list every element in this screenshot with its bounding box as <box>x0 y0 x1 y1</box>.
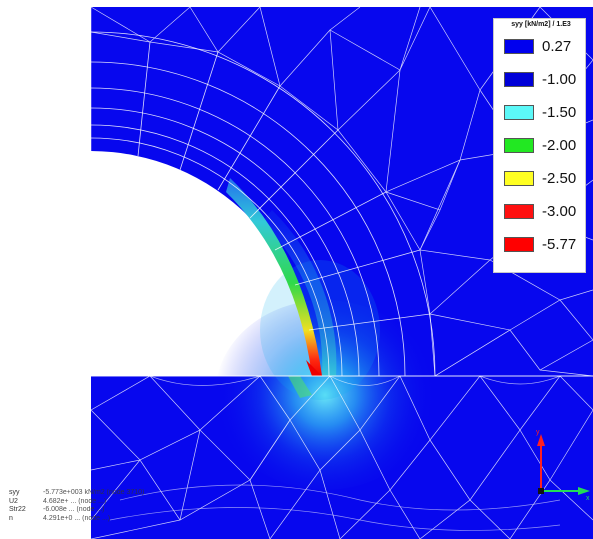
readout-row: n 4.291e+0 ... (node ...) <box>9 515 239 524</box>
legend-panel: syy [kN/m2] / 1.E3 0.27 -1.00 -1.50 -2.00 -2… <box>493 18 586 273</box>
legend-swatch <box>504 105 534 120</box>
readout-value: -5.773e+003 kN/m2 (node 3710) <box>43 489 145 496</box>
legend-entry: -1.50 <box>504 104 584 123</box>
legend-swatch <box>504 138 534 153</box>
legend-value: -1.50 <box>542 104 577 121</box>
mesh-arcs <box>90 31 436 377</box>
readout-label: Str22 <box>9 506 26 513</box>
legend-entry: 0.27 <box>504 38 584 57</box>
mesh-lower <box>90 375 593 539</box>
legend-value: -5.77 <box>542 236 577 253</box>
legend-swatch <box>504 237 534 252</box>
legend-entry: -2.00 <box>504 137 584 156</box>
legend-swatch <box>504 171 534 186</box>
readout-label: syy <box>9 489 20 496</box>
legend-title: syy [kN/m2] / 1.E3 <box>511 21 571 28</box>
axis-triad-icon: y x <box>536 429 590 502</box>
readout-row: Str22 -6.008e ... (node ...) <box>9 506 239 515</box>
legend-swatch <box>504 39 534 54</box>
legend-swatch <box>504 204 534 219</box>
readout-label: n <box>9 514 13 522</box>
svg-text:y: y <box>536 429 540 436</box>
readout-row: syy -5.773e+003 kN/m2 (node 3710) <box>9 489 239 498</box>
node-readout: syy -5.773e+003 kN/m2 (node 3710) U2 4.6… <box>9 489 239 523</box>
readout-row: U2 4.682e+ ... (node ...) <box>9 498 239 507</box>
svg-text:x: x <box>586 495 590 502</box>
legend-value: 0.27 <box>542 38 572 55</box>
readout-value: 4.291e+0 ... (node ...) <box>43 514 111 522</box>
mesh-radials <box>137 41 431 331</box>
readout-label: U2 <box>9 497 18 505</box>
stress-ring <box>226 178 322 376</box>
legend-value: -1.00 <box>542 71 577 88</box>
legend-value: -2.50 <box>542 170 577 187</box>
legend-value: -3.00 <box>542 203 577 220</box>
stress-bulb <box>215 300 435 490</box>
legend-entry: -5.77 <box>504 236 584 255</box>
readout-value: 4.682e+ ... (node ...) <box>43 497 107 505</box>
legend-entry: -3.00 <box>504 203 584 222</box>
legend-value: -2.00 <box>542 137 577 154</box>
legend-swatch <box>504 72 534 87</box>
legend-entry: -1.00 <box>504 71 584 90</box>
legend-entry: -2.50 <box>504 170 584 189</box>
readout-value: -6.008e ... (node ...) <box>43 506 105 513</box>
